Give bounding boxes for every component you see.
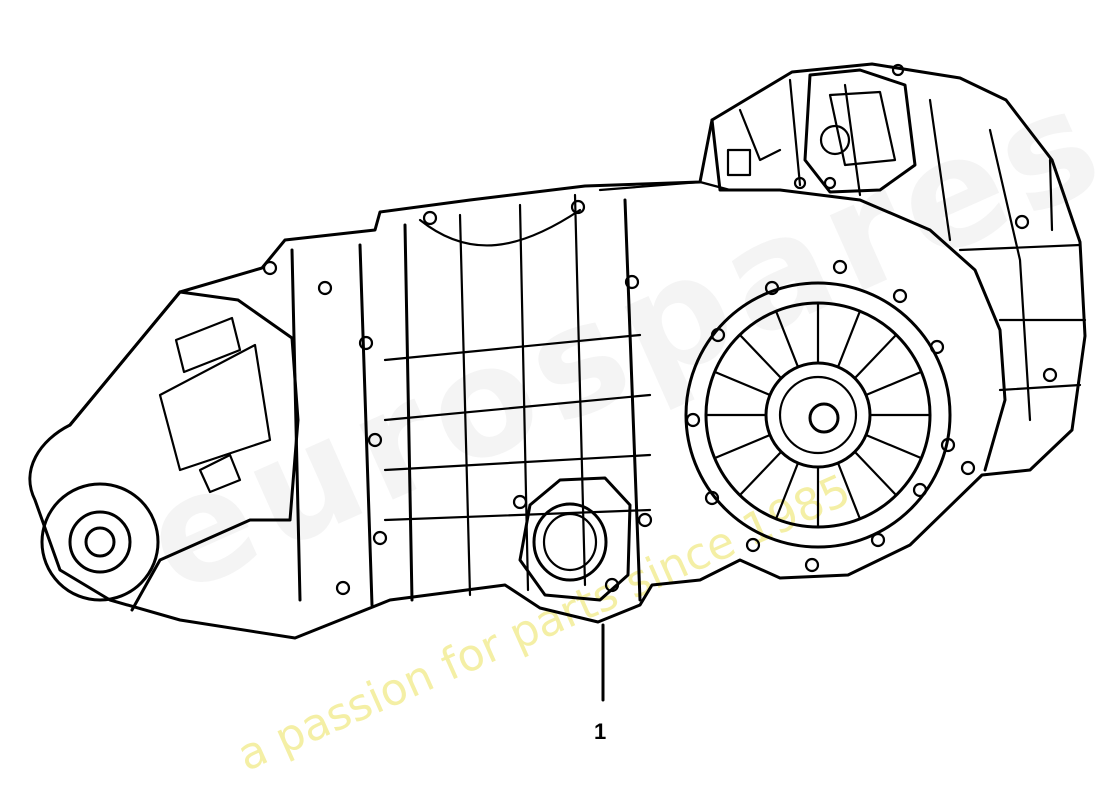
mount-bracket	[68, 290, 300, 612]
drive-hub	[808, 402, 840, 434]
mount-eye-outer	[40, 482, 160, 602]
mount-eye-inner	[84, 526, 116, 558]
case-front-flange	[290, 248, 302, 602]
output-flange-ring	[532, 502, 608, 582]
differential-cover-outer	[684, 281, 952, 549]
mount-eye-middle	[68, 510, 132, 574]
bellhousing	[710, 118, 1007, 472]
bolt-heads	[262, 63, 1058, 596]
cover-fins	[704, 301, 932, 529]
callout-number-1: 1	[594, 719, 607, 744]
output-flange-housing	[518, 476, 632, 602]
housing-outline	[28, 62, 1087, 640]
